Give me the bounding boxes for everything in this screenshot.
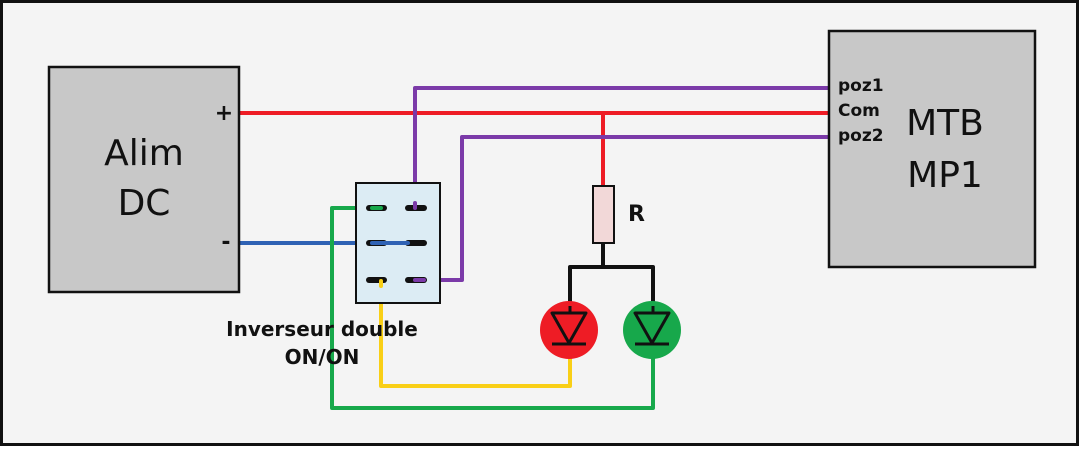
switch-wire-stubs: [370, 201, 426, 288]
switch-caption-line1: Inverseur double: [226, 317, 418, 341]
pin-label-poz2: poz2: [838, 126, 884, 146]
plus-terminal-label: +: [215, 101, 233, 126]
power-supply-box: [47, 65, 241, 294]
minus-terminal-label: -: [221, 230, 230, 255]
led-green: [623, 301, 681, 359]
wires: [238, 86, 830, 410]
power-supply-label-line1: Alim: [104, 133, 184, 174]
power-supply-label-line2: DC: [118, 183, 171, 224]
controller-label-line2: MP1: [907, 155, 983, 196]
dpdt-switch: Inverseur double ON/ON: [226, 182, 441, 369]
switch-caption-line2: ON/ON: [285, 345, 360, 369]
pin-label-com: Com: [838, 101, 880, 121]
pin-label-poz1: poz1: [838, 76, 884, 96]
wire-green-led: [330, 206, 655, 410]
wire-yellow-led: [379, 279, 572, 388]
power-supply: Alim DC + -: [47, 65, 241, 294]
controller-box: [827, 29, 1037, 269]
resistor: R: [592, 185, 645, 244]
resistor-body: [592, 185, 615, 244]
wire-poz1: [413, 86, 830, 210]
controller: MTB MP1 poz1 Com poz2: [827, 29, 1037, 269]
controller-label-line1: MTB: [906, 103, 984, 144]
wire-led-common: [568, 241, 655, 312]
led-red: [540, 301, 598, 359]
resistor-label: R: [628, 202, 645, 227]
